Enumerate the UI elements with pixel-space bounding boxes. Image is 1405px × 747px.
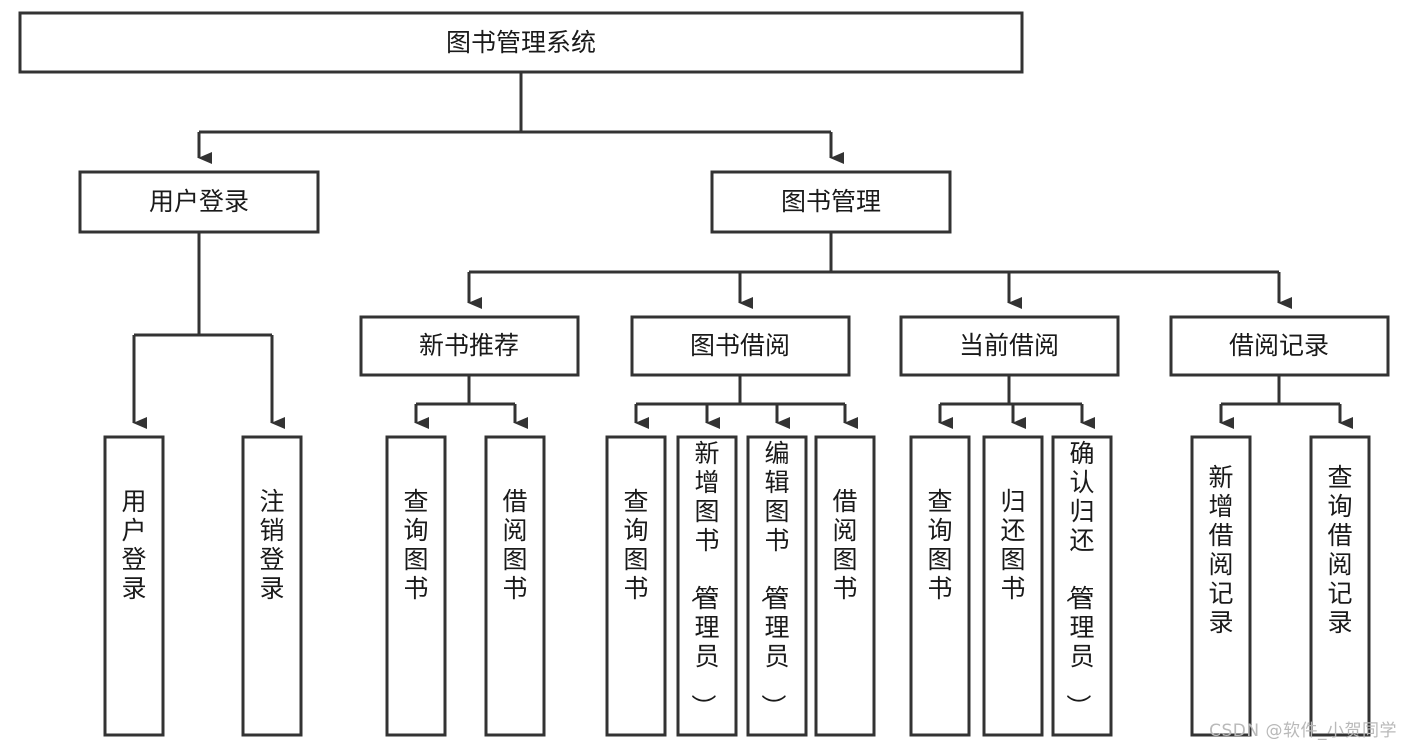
leaf-current-return-book-box[interactable] [982,435,1044,737]
node-book-management-box[interactable] [710,170,952,234]
leaf-current-confirm-return-box[interactable] [1051,435,1113,737]
node-current-borrow-label: 当前借阅 [959,331,1059,360]
leaf-current-query-book-label: 查询图书 [927,487,952,603]
leaf-logout-box[interactable] [241,435,303,737]
leaf-borrow-add-book[interactable]: 新增图书（管理员） [676,435,738,737]
node-root-box[interactable] [18,11,1024,74]
leaf-newbook-query-book[interactable]: 查询图书 [385,435,447,737]
leaf-record-query-record-box[interactable] [1309,435,1371,737]
leaf-logout-label: 注销登录 [259,487,284,603]
leaf-borrow-edit-book-box[interactable] [746,435,808,737]
node-user-login[interactable]: 用户登录 [78,170,320,234]
node-borrow-record-label: 借阅记录 [1229,331,1329,360]
node-user-login-box[interactable] [78,170,320,234]
leaf-borrow-query-book-label: 查询图书 [623,487,648,603]
node-new-book-recommend[interactable]: 新书推荐 [359,315,580,377]
leaf-borrow-borrow-book-box[interactable] [814,435,876,737]
leaf-newbook-query-book-box[interactable] [385,435,447,737]
leaf-record-query-record-label: 查询借阅记录 [1327,463,1352,637]
leaf-borrow-add-book-box[interactable] [676,435,738,737]
node-book-borrow-label: 图书借阅 [690,331,790,360]
leaf-record-query-record[interactable]: 查询借阅记录 [1309,435,1371,737]
node-root[interactable]: 图书管理系统 [18,11,1024,74]
leaf-current-confirm-return-label: 确认归还（管理员） [1063,439,1094,719]
leaf-borrow-borrow-book-label: 借阅图书 [832,487,857,603]
node-current-borrow-box[interactable] [899,315,1120,377]
node-new-book-recommend-box[interactable] [359,315,580,377]
leaf-current-query-book-box[interactable] [909,435,971,737]
node-current-borrow[interactable]: 当前借阅 [899,315,1120,377]
leaf-record-add-record[interactable]: 新增借阅记录 [1190,435,1252,737]
leaf-user-login-label: 用户登录 [121,487,146,603]
node-root-label: 图书管理系统 [446,28,596,57]
node-book-borrow-box[interactable] [630,315,851,377]
leaf-borrow-query-book-box[interactable] [605,435,667,737]
leaf-borrow-edit-book[interactable]: 编辑图书（管理员） [746,435,808,737]
leaf-layer: 用户登录 注销登录 查询图书 借阅图书 查询图书 新增图书（管理员） 编辑图书（… [103,435,1371,737]
leaf-newbook-borrow-book[interactable]: 借阅图书 [484,435,546,737]
leaf-borrow-add-book-label: 新增图书（管理员） [688,439,719,719]
node-borrow-record-box[interactable] [1169,315,1390,377]
leaf-newbook-query-book-label: 查询图书 [403,487,428,603]
leaf-record-add-record-box[interactable] [1190,435,1252,737]
leaf-logout[interactable]: 注销登录 [241,435,303,737]
node-book-borrow[interactable]: 图书借阅 [630,315,851,377]
leaf-borrow-borrow-book[interactable]: 借阅图书 [814,435,876,737]
leaf-newbook-borrow-book-box[interactable] [484,435,546,737]
leaf-record-add-record-label: 新增借阅记录 [1208,463,1233,637]
leaf-current-query-book[interactable]: 查询图书 [909,435,971,737]
leaf-current-return-book-label: 归还图书 [1000,487,1025,603]
node-borrow-record[interactable]: 借阅记录 [1169,315,1390,377]
connector-layer [132,72,1353,429]
leaf-borrow-edit-book-label: 编辑图书（管理员） [758,439,789,719]
node-book-management-label: 图书管理 [781,187,881,216]
leaf-user-login[interactable]: 用户登录 [103,435,165,737]
leaf-current-confirm-return[interactable]: 确认归还（管理员） [1051,435,1113,737]
node-user-login-label: 用户登录 [149,187,249,216]
leaf-current-return-book[interactable]: 归还图书 [982,435,1044,737]
node-new-book-recommend-label: 新书推荐 [419,331,519,360]
leaf-newbook-borrow-book-label: 借阅图书 [502,487,527,603]
leaf-user-login-box[interactable] [103,435,165,737]
leaf-borrow-query-book[interactable]: 查询图书 [605,435,667,737]
node-book-management[interactable]: 图书管理 [710,170,952,234]
